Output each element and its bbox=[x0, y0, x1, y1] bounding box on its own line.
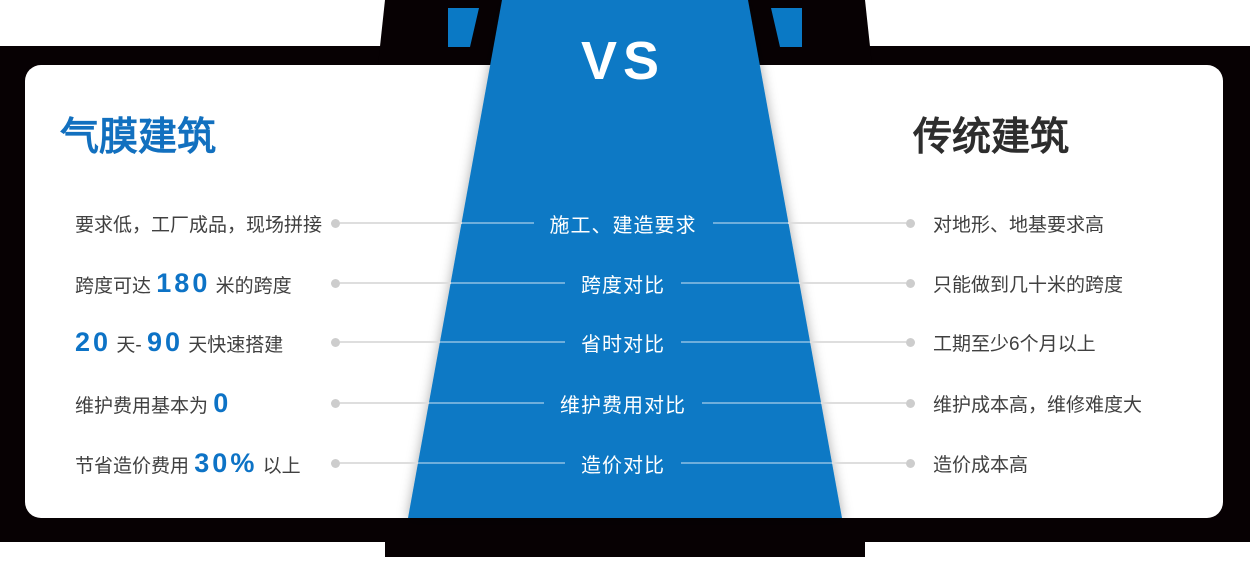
left-text-segment: 节省造价费用 bbox=[75, 455, 195, 477]
row-left-text: 节省造价费用 30% 以上 bbox=[75, 448, 331, 479]
left-text-highlight-value: 20 bbox=[75, 326, 112, 357]
connector-dot-right bbox=[906, 458, 915, 468]
left-text-segment: 以上 bbox=[257, 455, 301, 477]
row-right-text: 维护成本高，维修难度大 bbox=[933, 394, 1143, 416]
left-text-highlight-value: 90 bbox=[146, 326, 183, 357]
center-blue-trapezoid bbox=[408, 0, 842, 518]
connector-line-right bbox=[712, 222, 906, 224]
row-left-text: 20 天- 90 天快速搭建 bbox=[75, 327, 331, 358]
row-right-text: 工期至少6个月以上 bbox=[933, 333, 1096, 355]
connector-line-left bbox=[340, 462, 565, 464]
connector-dot-left bbox=[331, 398, 340, 408]
comparison-row: 跨度可达 180 米的跨度 跨度对比 只能做到几十米的跨度 bbox=[75, 266, 1195, 300]
bottom-black-pedestal bbox=[385, 541, 865, 557]
connector-dot-right bbox=[906, 278, 915, 288]
row-right-cell: 维护成本高，维修难度大 bbox=[915, 390, 1195, 417]
right-column-title: 传统建筑 bbox=[913, 116, 1070, 159]
comparison-row: 20 天- 90 天快速搭建 省时对比 工期至少6个月以上 bbox=[75, 325, 1195, 359]
connector-line-right bbox=[681, 282, 906, 284]
left-text-segment: 跨度可达 bbox=[75, 275, 157, 297]
connector-dot-right bbox=[906, 398, 915, 408]
row-right-cell: 造价成本高 bbox=[915, 450, 1195, 477]
row-right-text: 只能做到几十米的跨度 bbox=[933, 274, 1124, 296]
comparison-row: 维护费用基本为 0 维护费用对比 维护成本高，维修难度大 bbox=[75, 386, 1195, 420]
row-center-label: 施工、建造要求 bbox=[549, 214, 697, 237]
connector-line-right bbox=[681, 462, 906, 464]
connector-dot-right bbox=[906, 218, 915, 228]
left-text-segment: 米的跨度 bbox=[210, 275, 292, 297]
left-text-highlight-value: 0 bbox=[213, 387, 232, 418]
row-right-cell: 工期至少6个月以上 bbox=[915, 329, 1195, 356]
left-text-highlight-value: 180 bbox=[156, 267, 211, 298]
right-ribbon-fold bbox=[771, 8, 802, 47]
row-right-text: 造价成本高 bbox=[933, 454, 1029, 476]
row-left-text: 跨度可达 180 米的跨度 bbox=[75, 268, 331, 299]
connector-dot-left bbox=[331, 458, 340, 468]
row-right-cell: 对地形、地基要求高 bbox=[915, 210, 1195, 237]
connector-dot-left bbox=[331, 337, 340, 347]
row-center-label: 省时对比 bbox=[581, 333, 665, 356]
left-text-segment: 要求低，工厂成品，现场拼接 bbox=[75, 214, 323, 236]
row-center-label: 跨度对比 bbox=[581, 274, 665, 297]
row-center-label: 维护费用对比 bbox=[560, 394, 686, 417]
connector-line-left bbox=[340, 402, 544, 404]
connector-line-right bbox=[681, 341, 906, 343]
left-ribbon-fold bbox=[448, 8, 479, 47]
row-left-text: 要求低，工厂成品，现场拼接 bbox=[75, 210, 331, 237]
row-right-text: 对地形、地基要求高 bbox=[933, 214, 1105, 236]
left-text-highlight-value: 30% bbox=[194, 447, 258, 478]
row-center-label: 造价对比 bbox=[581, 454, 665, 477]
left-text-segment: 天- bbox=[111, 334, 147, 356]
connector-dot-left bbox=[331, 218, 340, 228]
left-column-title: 气膜建筑 bbox=[60, 116, 217, 159]
connector-dot-left bbox=[331, 278, 340, 288]
connector-line-left bbox=[340, 282, 565, 284]
row-right-cell: 只能做到几十米的跨度 bbox=[915, 270, 1195, 297]
comparison-row: 节省造价费用 30% 以上 造价对比 造价成本高 bbox=[75, 446, 1195, 480]
left-text-segment: 天快速搭建 bbox=[182, 334, 284, 356]
row-left-text: 维护费用基本为 0 bbox=[75, 388, 331, 419]
connector-line-left bbox=[340, 341, 565, 343]
vs-label: VS bbox=[580, 31, 666, 91]
comparison-row: 要求低，工厂成品，现场拼接 施工、建造要求 对地形、地基要求高 bbox=[75, 206, 1195, 240]
connector-dot-right bbox=[906, 337, 915, 347]
left-text-segment: 维护费用基本为 bbox=[75, 395, 214, 417]
connector-line-left bbox=[340, 222, 534, 224]
connector-line-right bbox=[702, 402, 906, 404]
